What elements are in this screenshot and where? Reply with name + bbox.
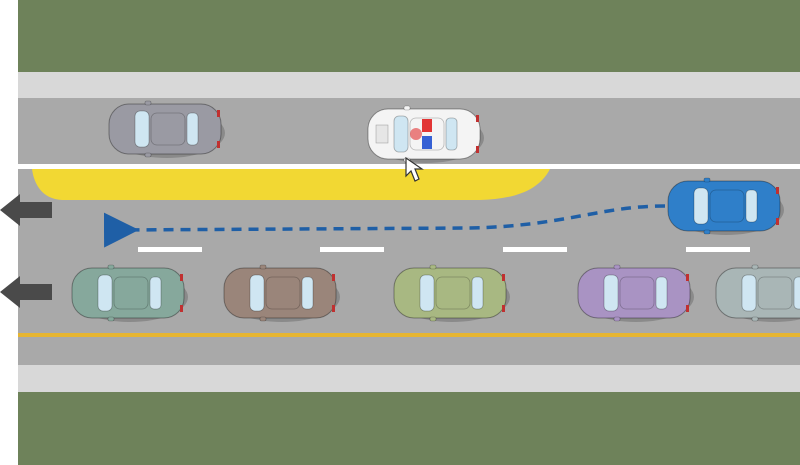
police-car <box>367 105 484 163</box>
shoulder-zone <box>32 169 550 200</box>
parked-car <box>108 100 225 158</box>
olive-car <box>393 264 510 322</box>
teal-car <box>71 264 188 322</box>
merging-blue-car <box>667 177 784 235</box>
lane-dashes <box>138 247 750 252</box>
vehicles <box>71 100 800 322</box>
purple-car <box>577 264 694 322</box>
gray-car <box>715 264 800 322</box>
arrow-left-icon <box>0 194 52 226</box>
brown-car <box>223 264 340 322</box>
grass-bottom <box>18 392 800 465</box>
sidewalk-bottom <box>18 365 800 392</box>
dashed-arrow-left-icon <box>103 204 666 248</box>
grass-top <box>18 0 800 72</box>
left-margin <box>0 0 18 465</box>
pointer-icon <box>405 156 424 182</box>
yellow-edge-line <box>18 333 800 337</box>
arrow-left-icon <box>0 276 52 308</box>
sidewalk-top <box>18 72 800 98</box>
